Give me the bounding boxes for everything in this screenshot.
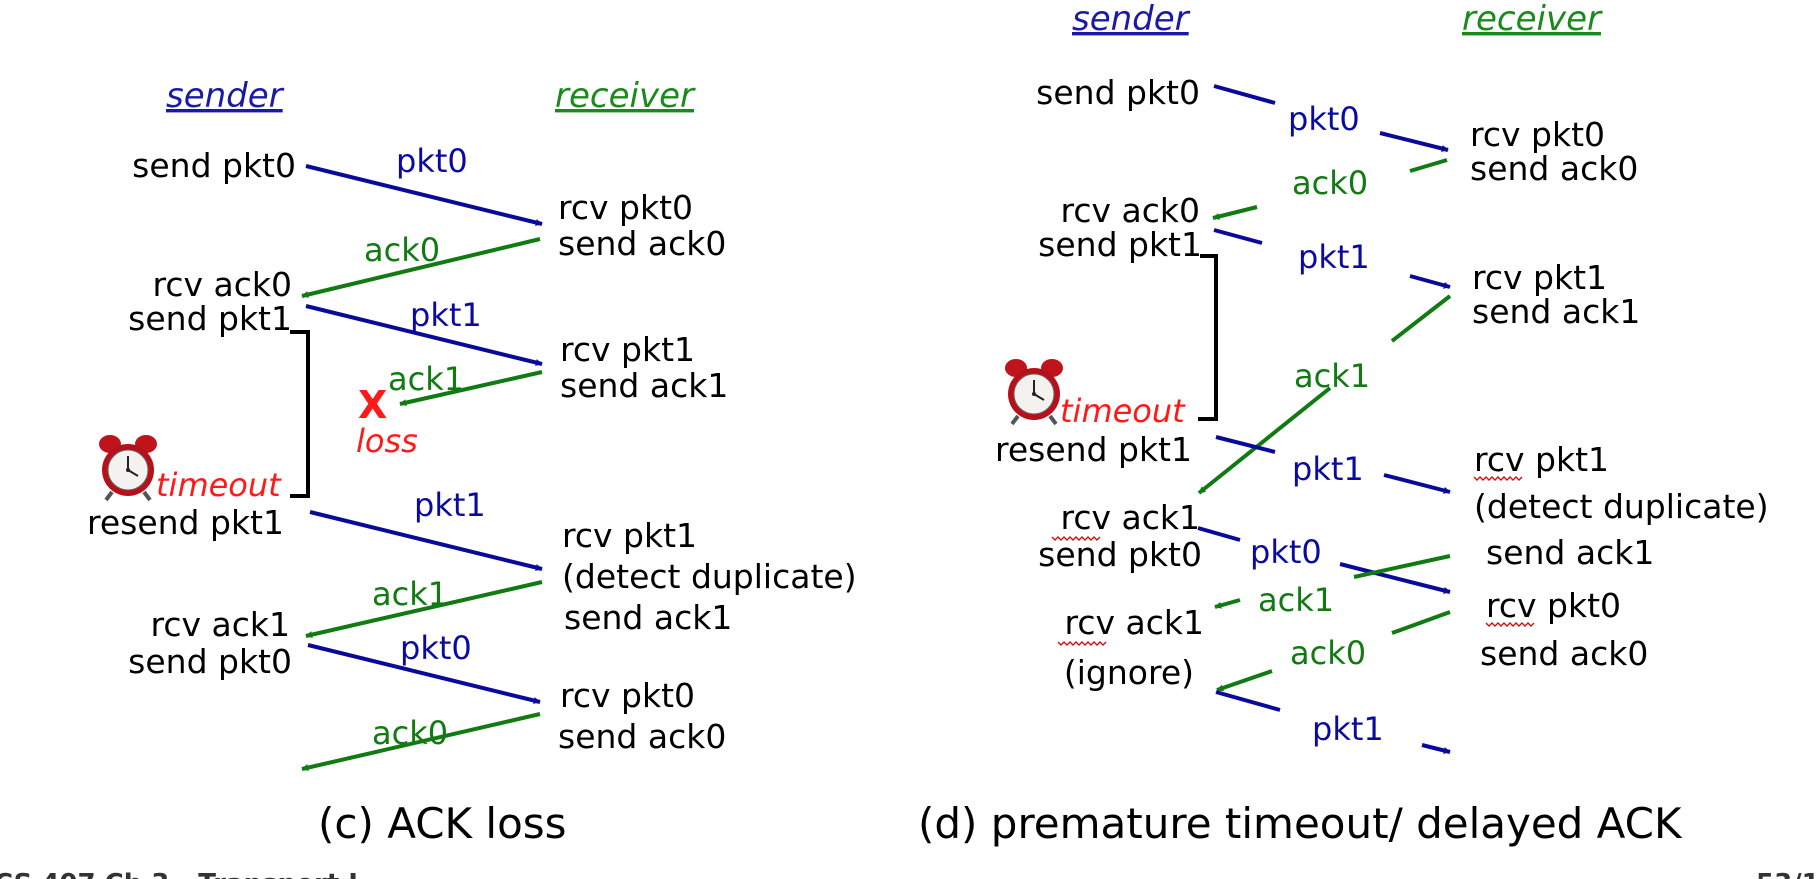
panel-c-loss-mark: X: [358, 383, 387, 427]
panel-c-receiver-header: receiver: [555, 76, 696, 116]
panel-c-arrow-pkt1-resend: [309, 510, 543, 571]
panel-c-label-ack1: ack1: [388, 360, 464, 398]
panel-d-premature-timeout: sender receiver send pkt0 rcv ack0 send …: [918, 0, 1769, 848]
panel-d-alarm-clock-icon: [1003, 357, 1065, 426]
panel-d-spellcheck-squiggle-rcv-pkt1: [1473, 476, 1523, 481]
panel-d-arrow-pkt1: [1213, 228, 1451, 289]
panel-c-receiver-rcv-pkt0: rcv pkt0: [558, 188, 693, 227]
footer-page-number: 53/1: [1756, 869, 1819, 879]
panel-c-sender-send-pkt1: send pkt1: [128, 299, 292, 338]
panel-c-receiver-send-ack1-2: send ack1: [564, 598, 732, 637]
panel-d-arrow-ack0-2: [1216, 610, 1451, 692]
panel-c-sender-send-pkt0: send pkt0: [132, 146, 296, 185]
panel-d-receiver-send-ack0: send ack0: [1470, 149, 1638, 188]
panel-c-label-pkt0-2: pkt0: [400, 629, 472, 667]
panel-c-sender-send-pkt0-2: send pkt0: [128, 642, 292, 681]
panel-d-receiver-rcv-pkt0-2: rcv pkt0: [1486, 586, 1621, 625]
panel-d-arrow-pkt0: [1213, 84, 1449, 152]
panel-c-arrow-pkt0-2: [307, 643, 541, 704]
panel-d-arrow-ack1-delayed: [1197, 294, 1452, 495]
footer-course-label: CS 407 Ch 3 - Transport L: [0, 869, 365, 879]
panel-d-arrow-pkt1-resend: [1215, 435, 1451, 494]
panel-d-label-pkt0-2: pkt0: [1250, 533, 1322, 571]
panel-d-spellcheck-squiggle-rcv-ack1-2: [1057, 641, 1107, 646]
panel-d-receiver-send-ack1-2: send ack1: [1486, 533, 1654, 572]
panel-d-caption: (d) premature timeout/ delayed ACK: [918, 799, 1683, 848]
panel-d-sender-ignore: (ignore): [1064, 653, 1194, 692]
panel-d-arrow-pkt1-2: [1215, 690, 1451, 754]
panel-c-label-ack0-2: ack0: [372, 714, 448, 752]
panel-c-receiver-send-ack0: send ack0: [558, 224, 726, 263]
panel-d-label-ack1-2: ack1: [1258, 581, 1334, 619]
panel-c-arrow-pkt0: [305, 164, 543, 226]
panel-d-sender-send-pkt0: send pkt0: [1036, 73, 1200, 112]
panel-d-arrow-pkt0-2: [1197, 526, 1451, 594]
panel-c-arrow-ack0-2: [301, 712, 541, 771]
panel-d-spellcheck-squiggle-rcv-pkt0: [1485, 622, 1535, 627]
panel-c-label-ack1-2: ack1: [372, 575, 448, 613]
panel-c-label-ack0: ack0: [364, 231, 440, 269]
panel-c-label-pkt0: pkt0: [396, 142, 468, 180]
panel-d-spellcheck-squiggle-rcv-ack1: [1051, 536, 1101, 541]
panel-d-label-ack0-2: ack0: [1290, 634, 1366, 672]
panel-d-receiver-send-ack0-2: send ack0: [1480, 634, 1648, 673]
panel-d-label-pkt1-3: pkt1: [1312, 710, 1384, 748]
panel-c-receiver-send-ack1: send ack1: [560, 366, 728, 405]
panel-d-sender-rcv-ack1-2: rcv ack1: [1065, 603, 1204, 642]
panel-d-label-ack1: ack1: [1294, 357, 1370, 395]
panel-d-label-pkt1: pkt1: [1298, 238, 1370, 276]
panel-c-label-pkt1: pkt1: [410, 296, 482, 334]
panel-d-sender-header: sender: [1072, 0, 1191, 39]
panel-c-sender-header: sender: [166, 76, 285, 116]
panel-d-arrow-ack1-2: [1214, 554, 1451, 609]
panel-d-receiver-rcv-pkt1: rcv pkt1: [1472, 258, 1607, 297]
panel-c-sender-rcv-ack1: rcv ack1: [151, 605, 290, 644]
panel-d-arrow-ack0: [1212, 158, 1448, 220]
panel-c-ack-loss: sender receiver send pkt0 rcv ack0 send …: [87, 76, 857, 848]
panel-c-timeout-label: timeout: [156, 466, 282, 504]
panel-d-sender-rcv-ack1: rcv ack1: [1061, 498, 1200, 537]
panel-d-receiver-rcv-pkt1-2: rcv pkt1: [1474, 440, 1609, 479]
panel-d-receiver-rcv-pkt0: rcv pkt0: [1470, 115, 1605, 154]
panel-c-arrow-ack1-lost: [399, 370, 543, 407]
panel-c-caption: (c) ACK loss: [318, 799, 567, 848]
panel-c-arrow-ack0: [301, 237, 541, 298]
panel-c-arrow-pkt1: [305, 304, 543, 366]
panel-c-arrow-ack1: [305, 580, 543, 639]
panel-d-label-pkt0: pkt0: [1288, 100, 1360, 138]
panel-c-loss-label: loss: [356, 422, 418, 460]
panel-c-label-pkt1-2: pkt1: [414, 486, 486, 524]
panel-c-receiver-send-ack0-2: send ack0: [558, 717, 726, 756]
panel-d-receiver-header: receiver: [1462, 0, 1603, 39]
panel-c-timeout-bracket: [290, 330, 310, 498]
panel-c-sender-rcv-ack0: rcv ack0: [153, 265, 292, 304]
panel-d-timeout-bracket: [1198, 254, 1218, 421]
panel-d-sender-resend-pkt1: resend pkt1: [995, 430, 1192, 469]
panel-c-receiver-detect-duplicate: (detect duplicate): [562, 557, 857, 596]
panel-d-sender-send-pkt0-2: send pkt0: [1038, 535, 1202, 574]
panel-c-receiver-rcv-pkt1-2: rcv pkt1: [562, 516, 697, 555]
panel-d-receiver-detect-duplicate: (detect duplicate): [1474, 487, 1769, 526]
panel-c-receiver-rcv-pkt1: rcv pkt1: [560, 330, 695, 369]
panel-c-sender-resend-pkt1: resend pkt1: [87, 503, 284, 542]
panel-c-alarm-clock-icon: [97, 433, 159, 502]
panel-c-receiver-rcv-pkt0-2: rcv pkt0: [560, 676, 695, 715]
panel-d-timeout-label: timeout: [1060, 392, 1186, 430]
panel-d-label-ack0: ack0: [1292, 164, 1368, 202]
panel-d-sender-send-pkt1: send pkt1: [1038, 225, 1202, 264]
panel-d-label-pkt1-2: pkt1: [1292, 450, 1364, 488]
panel-d-receiver-send-ack1: send ack1: [1472, 292, 1640, 331]
panel-d-sender-rcv-ack0: rcv ack0: [1061, 191, 1200, 230]
